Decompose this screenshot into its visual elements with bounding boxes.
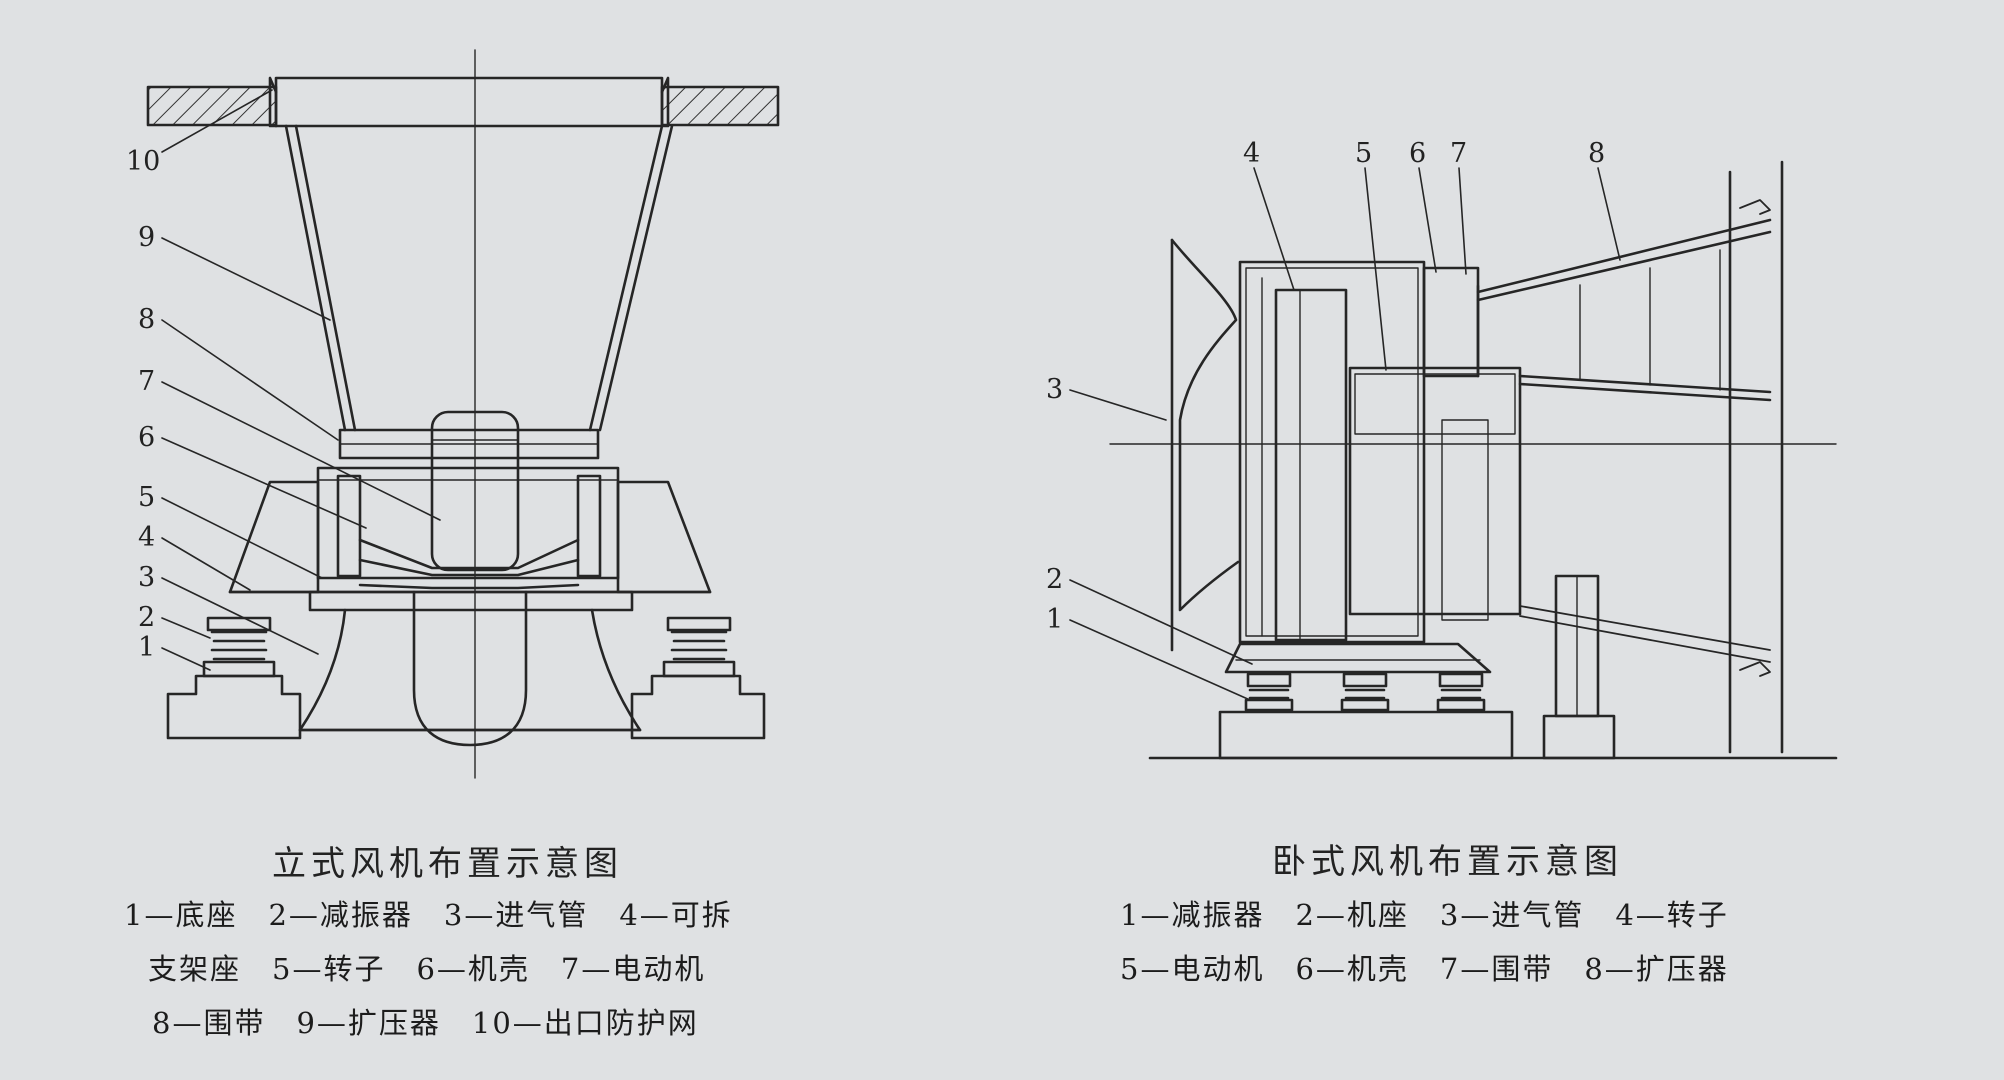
horizontal-fan-drawing	[1069, 160, 1838, 760]
vertical-label-7: 7	[138, 366, 156, 397]
foundation	[1218, 710, 1514, 760]
shroud-band	[1422, 266, 1480, 378]
vibration-damper-right	[662, 616, 736, 678]
vertical-label-4: 4	[138, 522, 156, 553]
base-frame	[1224, 642, 1492, 674]
horizontal-fan-title: 卧式风机布置示意图	[1272, 842, 1623, 882]
base-right	[630, 674, 766, 740]
horizontal-label-4: 4	[1243, 138, 1261, 169]
vertical-label-9: 9	[138, 222, 156, 253]
vertical-label-1: 1	[138, 632, 156, 663]
horizontal-label-7: 7	[1450, 138, 1468, 169]
horizontal-label-6: 6	[1409, 138, 1427, 169]
diffuser-top	[1476, 218, 1772, 294]
vertical-legend-line-1: 1—底座 2—减振器 3—进气管 4—可拆	[124, 898, 733, 932]
vertical-legend-line-3: 8—围带 9—扩压器 10—出口防护网	[152, 1006, 699, 1040]
rotor	[1274, 288, 1348, 642]
horizontal-label-8: 8	[1588, 138, 1606, 169]
motor	[430, 410, 520, 572]
diffuser-bottom	[1518, 374, 1772, 394]
inlet-pipe	[298, 608, 642, 732]
horizontal-label-1: 1	[1046, 604, 1064, 635]
horizontal-label-2: 2	[1046, 564, 1064, 595]
casing	[1238, 260, 1426, 644]
horizontal-leaders	[1069, 167, 1621, 701]
support-right	[616, 480, 712, 594]
vertical-fan-drawing	[146, 49, 780, 779]
horizontal-label-3: 3	[1046, 374, 1064, 405]
vertical-label-3: 3	[138, 562, 156, 593]
vertical-label-5: 5	[138, 482, 156, 513]
vertical-label-8: 8	[138, 304, 156, 335]
diffuser-left-wall	[284, 124, 347, 432]
horizontal-legend-line-1: 1—减振器 2—机座 3—进气管 4—转子	[1120, 898, 1729, 932]
motor	[1348, 366, 1522, 616]
vertical-label-6: 6	[138, 422, 156, 453]
vertical-label-2: 2	[138, 602, 156, 633]
inlet-bell	[1170, 238, 1240, 612]
vertical-label-10: 10	[126, 146, 161, 177]
horizontal-label-5: 5	[1355, 138, 1373, 169]
outlet-flange-left	[146, 85, 278, 127]
rotor	[358, 538, 580, 570]
vertical-leaders	[161, 89, 441, 671]
vibration-dampers	[1244, 672, 1486, 712]
inlet-cone	[412, 590, 528, 747]
diffuser-right-wall	[598, 124, 674, 432]
support-left	[228, 480, 320, 594]
base-left	[166, 674, 302, 740]
outlet-collar	[274, 76, 664, 128]
outlet-flange-right	[660, 85, 780, 127]
horizontal-legend-line-2: 5—电动机 6—机壳 7—围带 8—扩压器	[1120, 952, 1729, 986]
vertical-legend-line-2: 支架座 5—转子 6—机壳 7—电动机	[148, 952, 706, 986]
vertical-fan-title: 立式风机布置示意图	[272, 844, 623, 884]
